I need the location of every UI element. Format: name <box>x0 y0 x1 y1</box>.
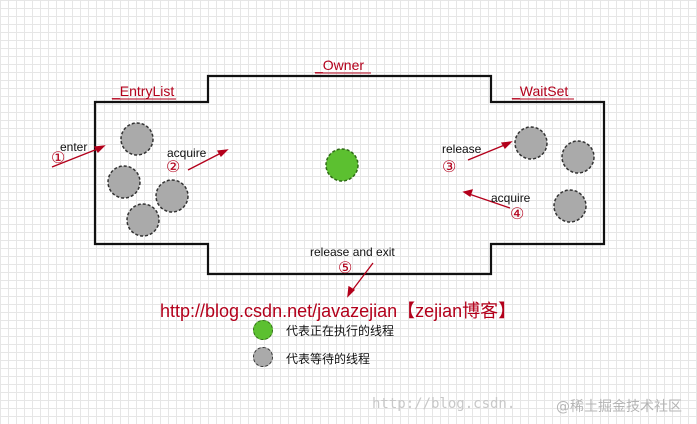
step-release-exit-text: release and exit <box>310 245 395 259</box>
owner-label: _Owner <box>314 57 364 73</box>
arrow-enter <box>51 147 101 168</box>
legend-running-dot <box>253 320 273 340</box>
legend-waiting-text: 代表等待的线程 <box>286 352 371 366</box>
arrow-release <box>467 143 508 161</box>
arrows <box>51 141 513 298</box>
arrow-acquire <box>187 151 224 171</box>
arrow-enter-head <box>93 145 106 154</box>
entry-thread-1 <box>120 122 154 156</box>
entry-thread-4 <box>126 203 160 237</box>
step-acquire2-num: ④ <box>510 206 524 223</box>
watermark-right: @稀土掘金技术社区 <box>556 399 682 415</box>
arrow-acquire2-head <box>462 189 473 198</box>
watermark-left: http://blog.csdn. <box>372 396 516 412</box>
entry-thread-3 <box>155 179 189 213</box>
step-release-num: ③ <box>442 159 456 176</box>
entrylist-label: _EntryList <box>111 83 174 99</box>
wait-thread-2 <box>561 140 595 174</box>
step-release-exit-num: ⑤ <box>338 260 352 277</box>
step-acquire-num: ② <box>166 159 180 176</box>
blog-url: http://blog.csdn.net/javazejian【zejian博客… <box>160 301 517 321</box>
waitset-label: _WaitSet <box>511 83 568 99</box>
step-release-text: release <box>442 142 482 156</box>
owner-thread <box>325 148 359 182</box>
wait-thread-1 <box>514 126 548 160</box>
step-acquire2-text: acquire <box>491 191 531 205</box>
arrow-release-head <box>500 141 513 150</box>
monitor-outline <box>93 74 606 276</box>
entry-thread-2 <box>107 165 141 199</box>
arrow-acquire2 <box>468 193 511 209</box>
legend-running-text: 代表正在执行的线程 <box>286 324 395 338</box>
step-enter-num: ① <box>51 150 65 167</box>
arrow-release-exit-head <box>347 285 356 298</box>
wait-thread-3 <box>553 189 587 223</box>
arrow-acquire-head <box>216 149 229 158</box>
legend-waiting-dot <box>253 347 273 367</box>
arrow-release-exit <box>350 262 374 293</box>
step-enter-text: enter <box>60 140 87 154</box>
step-acquire-text: acquire <box>167 146 207 160</box>
